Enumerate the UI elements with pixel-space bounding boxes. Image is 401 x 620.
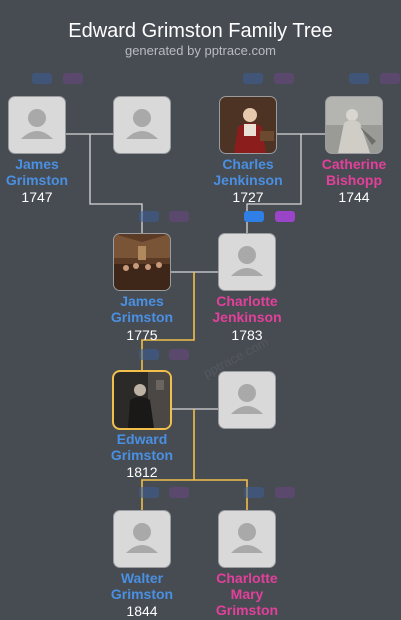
last-name: Jenkinson bbox=[213, 172, 283, 188]
birth-year: 1775 bbox=[126, 327, 158, 343]
portrait-photo bbox=[114, 234, 170, 290]
person-name: Edward Grimston bbox=[92, 431, 192, 463]
default-avatar-icon bbox=[21, 109, 53, 139]
portrait-photo bbox=[114, 372, 170, 428]
portrait-photo bbox=[220, 97, 276, 153]
person-card-walter-grimston[interactable] bbox=[114, 511, 170, 567]
last-name: Jenkinson bbox=[212, 309, 282, 325]
first-name: James bbox=[120, 293, 164, 309]
birth-year: 1783 bbox=[231, 327, 263, 343]
first-name: Charlotte bbox=[216, 293, 278, 309]
default-avatar-icon bbox=[126, 109, 158, 139]
first-name: Charles bbox=[222, 156, 274, 172]
first-name: James bbox=[15, 156, 59, 172]
add-father-button[interactable] bbox=[243, 73, 263, 84]
first-name: Catherine bbox=[321, 156, 387, 172]
person-name: Walter Grimston bbox=[92, 570, 192, 602]
last-name: Grimston bbox=[5, 172, 69, 188]
person-name: Charlotte Mary Grimston bbox=[197, 570, 297, 618]
add-father-button[interactable] bbox=[349, 73, 369, 84]
add-mother-button[interactable] bbox=[169, 487, 189, 498]
person-name: James Grimston bbox=[0, 156, 87, 188]
birth-year: 1727 bbox=[232, 189, 264, 205]
person-card-charlotte-jenkinson[interactable] bbox=[219, 234, 275, 290]
last-name: Bishopp bbox=[326, 172, 382, 188]
add-father-button[interactable] bbox=[244, 487, 264, 498]
default-avatar-icon bbox=[126, 523, 158, 553]
add-father-button[interactable] bbox=[32, 73, 52, 84]
person-name: Charlotte Jenkinson bbox=[197, 293, 297, 325]
add-mother-button[interactable] bbox=[274, 73, 294, 84]
first-name: Charlotte bbox=[216, 570, 278, 586]
default-avatar-icon bbox=[231, 246, 263, 276]
add-father-button[interactable] bbox=[139, 487, 159, 498]
add-mother-button[interactable] bbox=[275, 211, 295, 222]
last-name: Grimston bbox=[110, 586, 174, 602]
person-name: Catherine Bishopp bbox=[304, 156, 401, 188]
default-avatar-icon bbox=[231, 384, 263, 414]
add-mother-button[interactable] bbox=[275, 487, 295, 498]
add-father-button[interactable] bbox=[244, 211, 264, 222]
person-card-spouse[interactable] bbox=[219, 372, 275, 428]
add-mother-button[interactable] bbox=[380, 73, 400, 84]
add-father-button[interactable] bbox=[139, 211, 159, 222]
birth-year: 1747 bbox=[21, 189, 53, 205]
person-card-edward-grimston-selected[interactable] bbox=[114, 372, 170, 428]
page-subtitle: generated by pptrace.com bbox=[124, 43, 277, 58]
first-name: Edward bbox=[116, 431, 168, 447]
middle-name: Mary bbox=[230, 586, 264, 602]
birth-year: 1744 bbox=[338, 189, 370, 205]
last-name: Grimston bbox=[215, 602, 279, 618]
default-avatar-icon bbox=[231, 523, 263, 553]
portrait-photo bbox=[326, 97, 382, 153]
last-name: Grimston bbox=[110, 309, 174, 325]
person-name: Charles Jenkinson bbox=[198, 156, 298, 188]
person-card-charles-jenkinson[interactable] bbox=[220, 97, 276, 153]
page-title: Edward Grimston Family Tree bbox=[68, 20, 333, 42]
person-card-james-grimston-1747[interactable] bbox=[9, 97, 65, 153]
person-card-catherine-bishopp[interactable] bbox=[326, 97, 382, 153]
birth-year: 1812 bbox=[126, 464, 158, 480]
add-mother-button[interactable] bbox=[63, 73, 83, 84]
person-card-james-grimston-1775[interactable] bbox=[114, 234, 170, 290]
person-card-charlotte-mary-grimston[interactable] bbox=[219, 511, 275, 567]
add-mother-button[interactable] bbox=[169, 211, 189, 222]
add-father-button[interactable] bbox=[139, 349, 159, 360]
birth-year: 1844 bbox=[126, 603, 158, 619]
person-name: James Grimston bbox=[92, 293, 192, 325]
add-mother-button[interactable] bbox=[169, 349, 189, 360]
first-name: Walter bbox=[120, 570, 164, 586]
person-card-unknown[interactable] bbox=[114, 97, 170, 153]
last-name: Grimston bbox=[110, 447, 174, 463]
